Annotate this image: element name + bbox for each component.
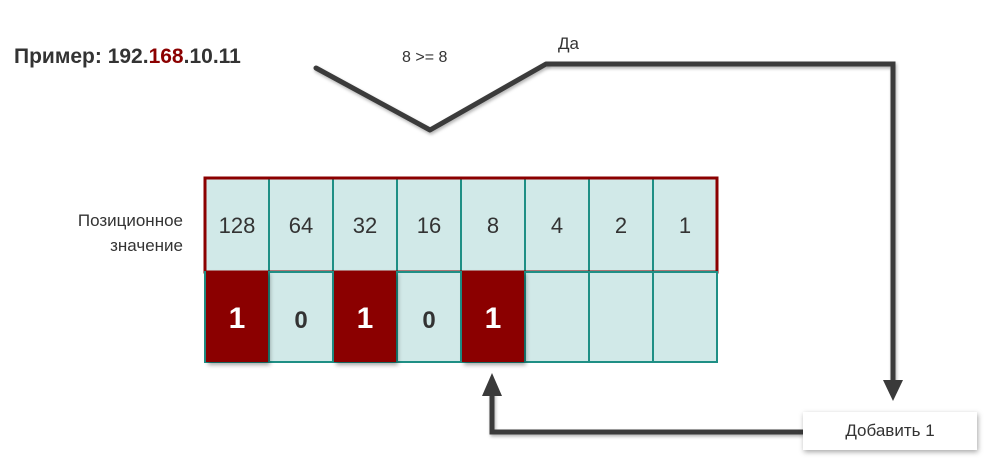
- bit-value: 1: [357, 302, 374, 335]
- bit-value: 0: [422, 307, 435, 334]
- positional-cell: [268, 177, 334, 273]
- bit-cell: [652, 271, 718, 363]
- yes-label: Да: [558, 34, 579, 53]
- example-title: Пример: 192.168.10.11: [14, 45, 241, 69]
- bit-cell: [396, 271, 462, 363]
- positional-value: 64: [289, 213, 313, 238]
- add-one-box: Добавить 1: [803, 412, 977, 450]
- comparison-condition: 8 >= 8: [402, 49, 448, 66]
- positional-value-label: Позиционное значение: [40, 208, 183, 258]
- bit-value: 1: [229, 302, 246, 335]
- bit-value: 0: [294, 307, 307, 334]
- bit-cell: [524, 271, 590, 363]
- positional-label-line1: Позиционное: [77, 211, 183, 230]
- positional-cell: [588, 177, 654, 273]
- yes-arrowhead-icon: [883, 380, 903, 401]
- positional-cell: [396, 177, 462, 273]
- positional-value: 128: [219, 213, 256, 238]
- yes-path-line: [546, 61, 896, 388]
- value-table: 128 64 32 16 8 4 2 1 1 0 1 0 1: [203, 176, 719, 363]
- positional-value: 4: [551, 213, 563, 238]
- ip-highlighted-octet: 168: [148, 45, 184, 68]
- bit-cell: [268, 271, 334, 363]
- return-path-line: [489, 392, 803, 435]
- positional-value: 8: [487, 213, 499, 238]
- positional-value: 2: [615, 213, 627, 238]
- ip-prefix: Пример: 192.: [14, 45, 149, 68]
- positional-value: 16: [417, 213, 441, 238]
- positional-value: 1: [679, 213, 691, 238]
- positional-label-line2: значение: [110, 236, 183, 255]
- bit-cell-set: [206, 271, 268, 362]
- bit-cell-set: [334, 271, 396, 362]
- bit-cell-set: [462, 271, 524, 362]
- positional-value: 32: [353, 213, 377, 238]
- bit-cell: [588, 271, 654, 363]
- add-one-label: Добавить 1: [845, 421, 935, 440]
- bit-value: 1: [485, 302, 502, 335]
- decision-v-shape: [313, 61, 549, 133]
- return-arrowhead-icon: [482, 373, 502, 396]
- ip-suffix: .10.11: [183, 45, 241, 68]
